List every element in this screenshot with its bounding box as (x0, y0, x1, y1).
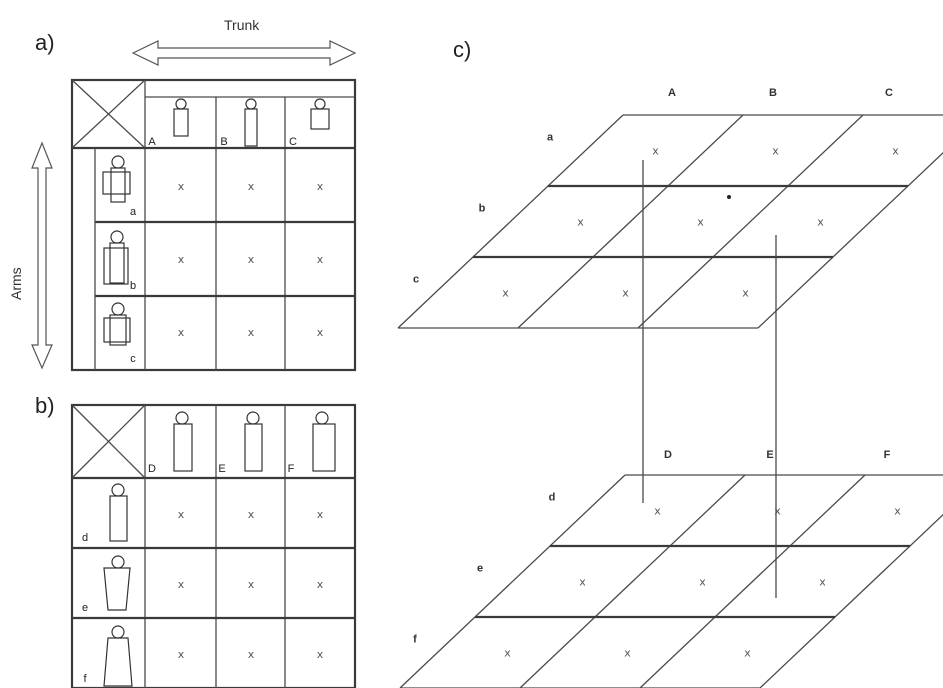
cell-mark: x (624, 647, 631, 660)
column-header-C: C (289, 136, 297, 148)
cell-mark: x (178, 253, 185, 266)
panel-c-label: c) (453, 37, 472, 62)
trunk-axis-label: Trunk (224, 17, 260, 33)
cell-mark: x (774, 505, 781, 518)
plane-row-label-a: a (547, 132, 554, 144)
column-header-A: A (148, 136, 156, 148)
plane-row-label-b: b (479, 203, 486, 215)
cell-mark: x (892, 145, 899, 158)
figure-icon (102, 155, 131, 346)
cell-mark: x (248, 508, 255, 521)
plane-row-label-d: d (549, 492, 556, 504)
plane-row-label-e: e (477, 563, 483, 575)
row-header-f: f (83, 673, 87, 685)
grid-line (519, 474, 746, 688)
cell-mark: x (317, 508, 324, 521)
column-header-B: B (220, 136, 227, 148)
cell-mark: x (317, 180, 324, 193)
cell-mark: x (744, 647, 751, 660)
grid-line (639, 474, 866, 688)
grid-line (399, 474, 626, 688)
row-header-b: b (130, 280, 136, 292)
plane-row-label-f: f (413, 634, 417, 646)
cell-mark: x (317, 578, 324, 591)
column-header-F: F (288, 463, 295, 475)
panel-b-label: b) (35, 393, 55, 418)
grid-line (757, 151, 943, 329)
row-header-e: e (82, 602, 88, 614)
row-header-c: c (130, 353, 136, 365)
plane-column-label-B: B (769, 87, 777, 99)
cell-mark: x (178, 180, 185, 193)
plane-column-label-F: F (884, 449, 891, 461)
cell-mark: x (248, 648, 255, 661)
top-plane-grid (397, 114, 943, 329)
dot-mark (727, 195, 731, 199)
cell-mark: x (817, 216, 824, 229)
cell-mark: x (654, 505, 661, 518)
grid-line (637, 114, 864, 329)
cell-mark: x (317, 326, 324, 339)
cell-mark: x (504, 647, 511, 660)
cell-mark: x (178, 578, 185, 591)
cell-mark: x (742, 287, 749, 300)
row-header-d: d (82, 532, 88, 544)
cell-mark: x (178, 508, 185, 521)
cell-mark: x (248, 326, 255, 339)
cell-mark: x (248, 578, 255, 591)
cell-mark: x (248, 180, 255, 193)
grid-line (397, 114, 624, 329)
cell-mark: x (178, 326, 185, 339)
column-header-D: D (148, 463, 156, 475)
figure-icon (173, 98, 330, 147)
cell-mark: x (502, 287, 509, 300)
bottom-plane-grid (399, 474, 943, 688)
cell-mark: x (772, 145, 779, 158)
cell-mark: x (317, 648, 324, 661)
figure-icon (103, 483, 133, 687)
plane-row-label-c: c (413, 274, 419, 286)
grid-line (759, 513, 943, 688)
row-header-a: a (130, 206, 137, 218)
cell-mark: x (819, 576, 826, 589)
cell-mark: x (697, 216, 704, 229)
cell-mark: x (577, 216, 584, 229)
grid-line (517, 114, 744, 329)
cell-mark: x (579, 576, 586, 589)
cell-mark: x (652, 145, 659, 158)
figure-icon (173, 411, 336, 472)
cell-mark: x (622, 287, 629, 300)
plane-column-label-E: E (766, 449, 773, 461)
plane-column-label-C: C (885, 87, 893, 99)
plane-column-label-A: A (668, 87, 676, 99)
cell-mark: x (248, 253, 255, 266)
cell-mark: x (699, 576, 706, 589)
plane-column-label-D: D (664, 449, 672, 461)
column-header-E: E (218, 463, 225, 475)
panel-a-label: a) (35, 30, 55, 55)
cell-mark: x (317, 253, 324, 266)
cell-mark: x (894, 505, 901, 518)
cell-mark: x (178, 648, 185, 661)
